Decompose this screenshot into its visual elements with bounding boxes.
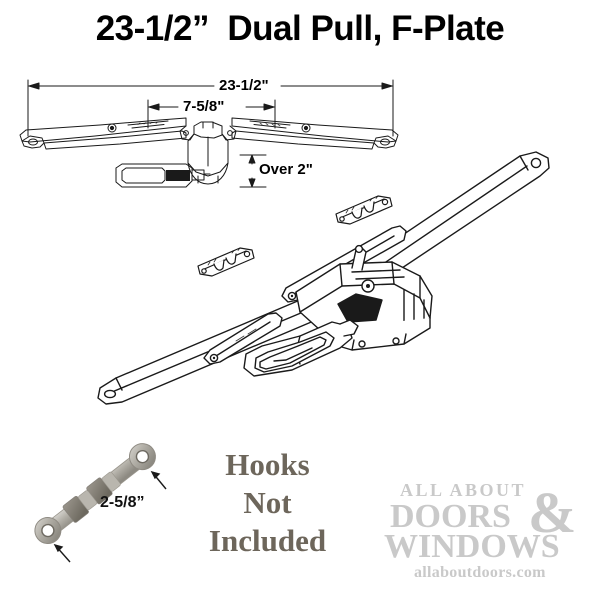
watermark-url: allaboutdoors.com [414,564,546,581]
watermark-ampersand: & [528,480,577,545]
hooks-note-line-2: Not [243,485,292,520]
watermark-line-all-about: ALL ABOUT [400,480,527,500]
dimension-height-label: Over 2" [259,161,313,178]
hook-size-label: 2-5/8” [100,494,145,511]
dimension-overall-width-label: 23-1/2" [219,77,269,94]
hooks-not-included-note: Hooks Not Included [180,446,355,560]
page-title: 23-1/2” Dual Pull, F-Plate [95,9,505,48]
watermark-logo: ALL ABOUT DOORS & WINDOWS allaboutdoors.… [378,480,594,590]
watermark-line-windows: WINDOWS [384,528,560,565]
dimension-inner-span-label: 7-5/8" [183,98,225,115]
hooks-note-line-3: Included [208,523,327,558]
hooks-note-line-1: Hooks [225,447,310,482]
watermark-line-doors: DOORS [390,498,511,535]
